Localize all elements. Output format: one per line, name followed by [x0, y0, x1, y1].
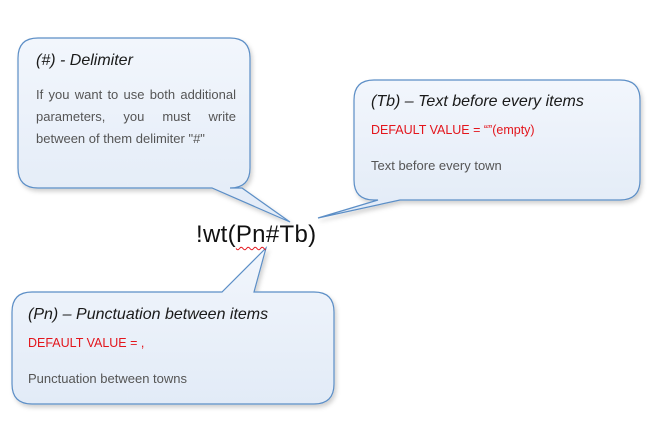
- text-before-description: Text before every town: [371, 158, 502, 173]
- delimiter-callout-bubble: [17, 37, 291, 223]
- formula-prefix: !wt(: [196, 221, 236, 248]
- punctuation-title: (Pn) – Punctuation between items: [28, 306, 269, 323]
- formula-suffix: #Tb): [265, 221, 317, 248]
- text-before-title: (Tb) – Text before every items: [371, 93, 584, 110]
- formula: !wt(Pn#Tb): [196, 221, 316, 249]
- formula-pn: Pn: [235, 221, 266, 248]
- punctuation-description: Punctuation between towns: [28, 371, 187, 386]
- punctuation-callout-bubble: [11, 245, 335, 405]
- text-before-callout: (Tb) – Text before every items DEFAULT V…: [371, 93, 631, 177]
- delimiter-title: (#) - Delimiter: [36, 52, 133, 69]
- delimiter-callout: (#) - Delimiter If you want to use both …: [36, 52, 236, 150]
- delimiter-description: If you want to use both additional param…: [36, 87, 236, 146]
- text-before-default-value: DEFAULT VALUE = “”(empty): [371, 123, 535, 137]
- punctuation-callout: (Pn) – Punctuation between items DEFAULT…: [28, 306, 328, 390]
- text-before-callout-bubble: [317, 79, 641, 219]
- punctuation-default-value: DEFAULT VALUE = ,: [28, 336, 145, 350]
